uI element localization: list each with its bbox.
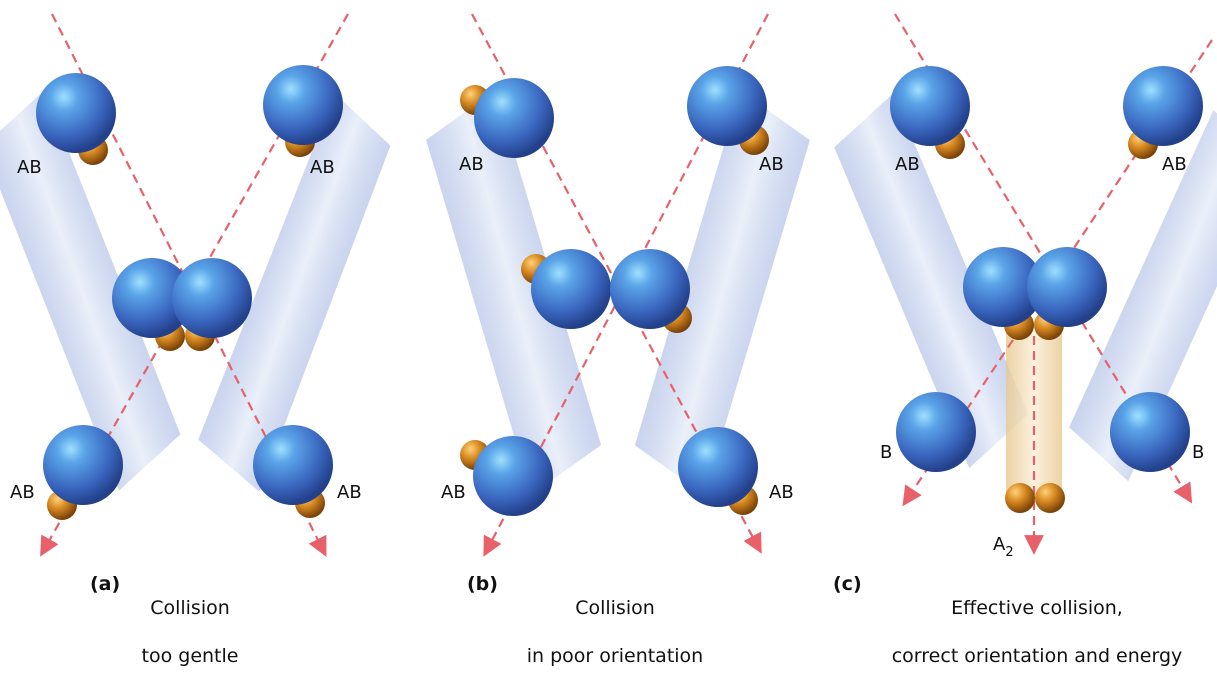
caption-text: Collision in poor orientation — [495, 572, 735, 692]
atom-a — [890, 66, 970, 146]
caption-text: Effective collision, correct orientation… — [859, 572, 1215, 692]
path-band — [1069, 110, 1217, 482]
path-band — [198, 93, 391, 492]
atom-a — [896, 392, 976, 472]
caption-line: in poor orientation — [526, 645, 704, 667]
molecule-label: AB — [10, 482, 35, 503]
atom-a — [1110, 392, 1190, 472]
molecule-label: AB — [310, 157, 335, 178]
caption-line: Effective collision, — [951, 597, 1123, 619]
atom-a — [678, 427, 758, 507]
atom-a — [610, 249, 690, 329]
path-band — [426, 90, 602, 495]
atom-a — [1123, 66, 1203, 146]
panel-c: AB AB B B A2 — [834, 13, 1217, 560]
atom-a — [172, 258, 252, 338]
atom-a — [531, 249, 611, 329]
molecule-label: B — [1192, 442, 1204, 463]
atom-a — [963, 247, 1043, 327]
product-label: A2 — [993, 534, 1014, 560]
caption-tag: (b) — [467, 573, 498, 595]
atom-a — [474, 78, 554, 158]
molecule-label: AB — [1162, 154, 1187, 175]
panel-a: AB AB AB AB — [0, 13, 391, 557]
caption-line: correct orientation and energy — [891, 645, 1183, 667]
molecule-label: AB — [459, 154, 484, 175]
panel-b: AB AB AB AB — [426, 13, 810, 557]
path-band — [834, 93, 1029, 469]
caption-tag: (c) — [833, 573, 862, 595]
product-atom — [1005, 483, 1035, 513]
molecule-label: AB — [769, 482, 794, 503]
molecule-label: AB — [337, 482, 362, 503]
caption-tag: (a) — [90, 573, 121, 595]
caption-line: too gentle — [141, 645, 239, 667]
atom-a — [112, 258, 192, 338]
collision-diagram: AB AB AB AB AB AB AB AB — [0, 13, 1217, 560]
atom-a — [43, 425, 123, 505]
molecule-label: B — [880, 442, 892, 463]
atom-a — [36, 73, 116, 153]
caption-line: Collision — [575, 597, 655, 619]
product-atom — [1035, 483, 1065, 513]
molecule-label: AB — [441, 482, 466, 503]
path-band — [634, 90, 810, 495]
molecule-label: AB — [17, 157, 42, 178]
atom-a — [1027, 247, 1107, 327]
atom-a — [473, 436, 553, 516]
atom-a — [263, 65, 343, 145]
caption-line: Collision — [150, 597, 230, 619]
atom-a — [253, 425, 333, 505]
caption-text: Collision too gentle — [120, 572, 260, 692]
molecule-label: AB — [759, 154, 784, 175]
path-band — [0, 90, 181, 491]
molecule-label: AB — [895, 154, 920, 175]
atom-a — [687, 66, 767, 146]
